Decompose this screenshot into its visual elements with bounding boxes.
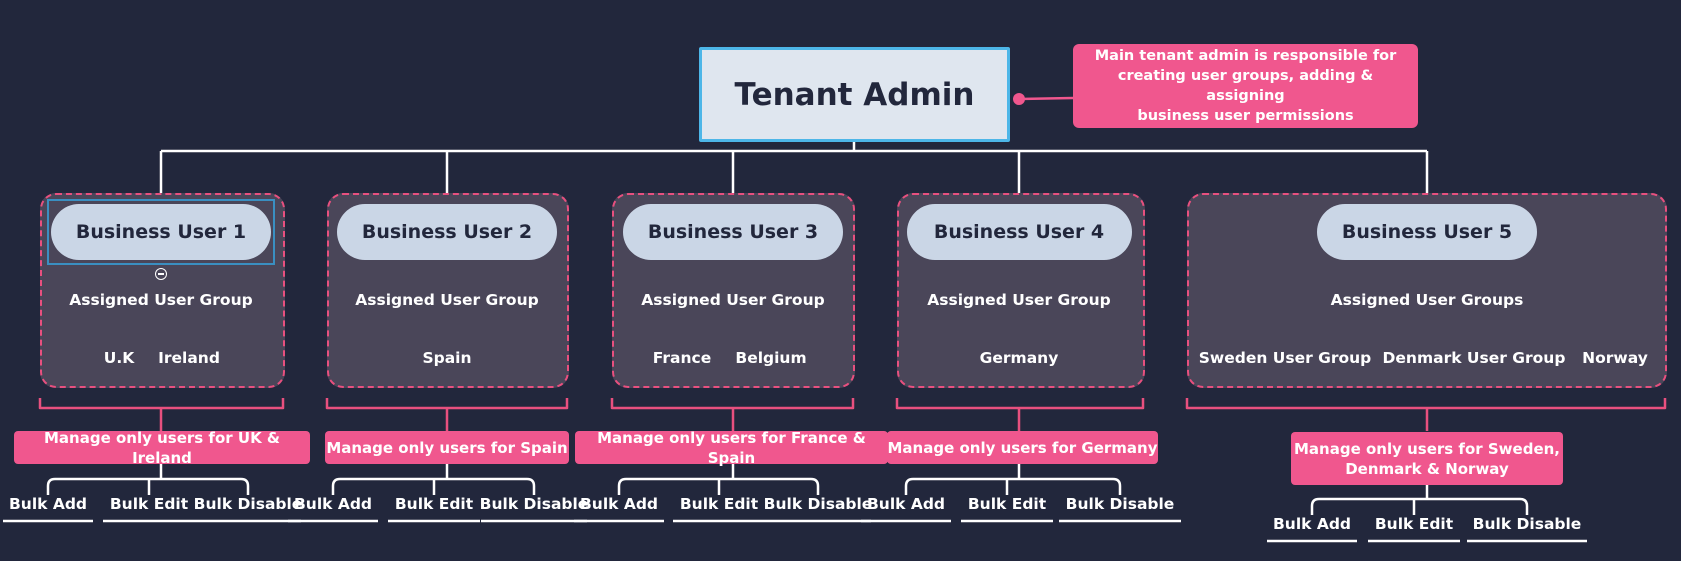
- permission-badge[interactable]: Manage only users for France & Spain: [575, 429, 888, 467]
- assigned-user-group-label: Assigned User Group: [927, 291, 1111, 309]
- tenant-admin-note[interactable]: Main tenant admin is responsible for cre…: [1073, 44, 1418, 128]
- group-bracket: [1185, 398, 1667, 410]
- selection-outline: [47, 199, 275, 265]
- region-label: France: [652, 349, 712, 367]
- business-user-1-node[interactable]: Business User 1: [51, 204, 271, 260]
- note-anchor-dot: [1013, 93, 1025, 105]
- region-label: Germany: [979, 349, 1059, 367]
- group-bracket: [895, 398, 1145, 410]
- action-bulk-disable[interactable]: Bulk Disable: [763, 495, 873, 513]
- region-label: Ireland: [158, 349, 220, 367]
- action-bulk-disable[interactable]: Bulk Disable: [1472, 515, 1582, 533]
- action-bulk-disable[interactable]: Bulk Disable: [1065, 495, 1175, 513]
- tenant-admin-title: Tenant Admin: [734, 76, 975, 113]
- action-bulk-edit[interactable]: Bulk Edit: [109, 495, 189, 513]
- region-label: Spain: [422, 349, 472, 367]
- assigned-user-group-label: Assigned User Group: [69, 291, 253, 309]
- group-bracket: [610, 398, 855, 410]
- action-bulk-add[interactable]: Bulk Add: [866, 495, 946, 513]
- action-bulk-edit[interactable]: Bulk Edit: [967, 495, 1047, 513]
- note-connector: [1018, 96, 1074, 101]
- permission-badge[interactable]: Manage only users for Spain: [325, 431, 569, 464]
- action-bulk-add[interactable]: Bulk Add: [579, 495, 659, 513]
- permission-badge[interactable]: Manage only users for Sweden, Denmark & …: [1291, 432, 1563, 485]
- business-user-3-node[interactable]: Business User 3: [623, 204, 843, 260]
- region-label: Sweden User Group: [1198, 349, 1372, 367]
- connector-line: [904, 477, 1122, 495]
- assigned-user-group-label: Assigned User Group: [355, 291, 539, 309]
- action-bulk-disable[interactable]: Bulk Disable: [479, 495, 589, 513]
- permission-badge[interactable]: Manage only users for Germany: [887, 431, 1158, 464]
- collapse-icon[interactable]: [155, 268, 167, 280]
- assigned-user-group-label: Assigned User Groups: [1330, 291, 1524, 309]
- business-user-4-node[interactable]: Business User 4: [906, 204, 1132, 260]
- group-bracket: [38, 398, 285, 410]
- region-label: U.K: [103, 349, 135, 367]
- connector-line: [1310, 497, 1529, 515]
- action-bulk-edit[interactable]: Bulk Edit: [679, 495, 759, 513]
- region-label: Belgium: [735, 349, 807, 367]
- action-bulk-edit[interactable]: Bulk Edit: [394, 495, 474, 513]
- business-user-5-node[interactable]: Business User 5: [1317, 204, 1537, 260]
- region-label: Denmark User Group: [1382, 349, 1566, 367]
- action-bulk-add[interactable]: Bulk Add: [1272, 515, 1352, 533]
- business-user-2-node[interactable]: Business User 2: [337, 204, 557, 260]
- permission-badge[interactable]: Manage only users for UK & Ireland: [14, 429, 310, 467]
- action-bulk-add[interactable]: Bulk Add: [8, 495, 88, 513]
- group-bracket: [325, 398, 569, 410]
- action-bulk-edit[interactable]: Bulk Edit: [1374, 515, 1454, 533]
- assigned-user-group-label: Assigned User Group: [641, 291, 825, 309]
- tenant-admin-node[interactable]: Tenant Admin: [699, 47, 1010, 142]
- action-bulk-disable[interactable]: Bulk Disable: [193, 495, 303, 513]
- action-bulk-add[interactable]: Bulk Add: [293, 495, 373, 513]
- region-label: Norway: [1582, 349, 1648, 367]
